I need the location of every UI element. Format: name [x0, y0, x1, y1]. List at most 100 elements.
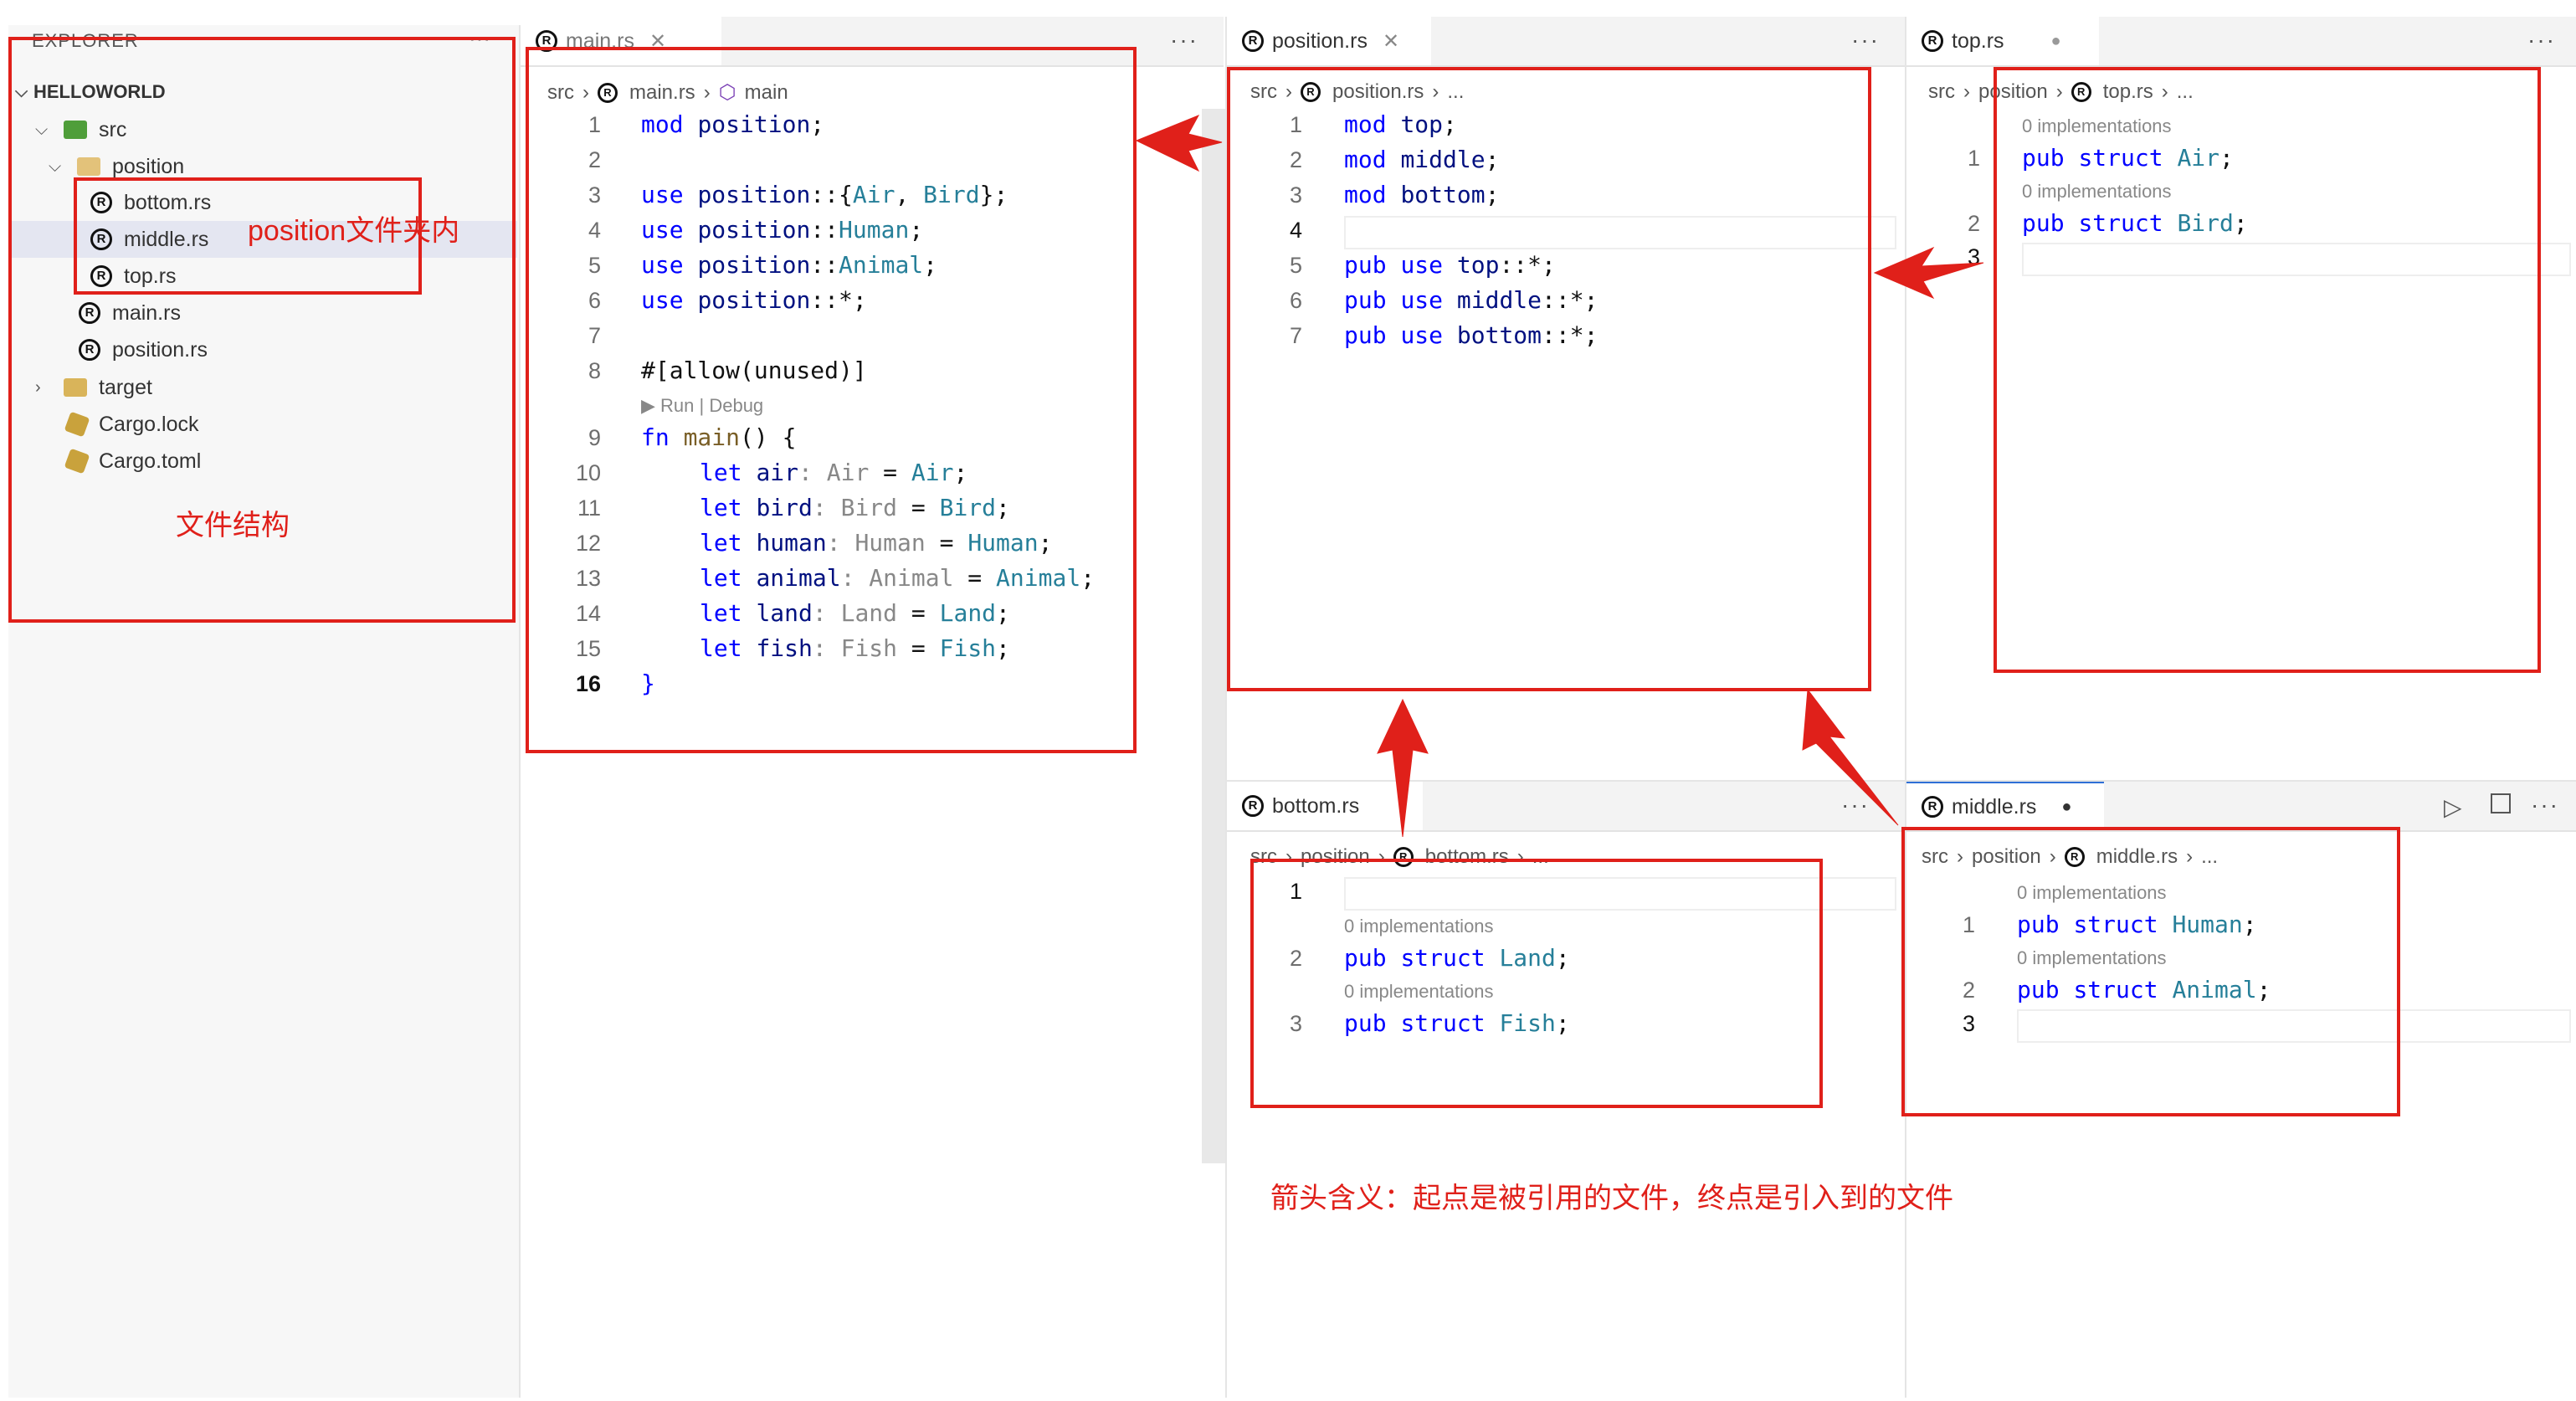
crumb-item[interactable]: src [1928, 80, 1955, 103]
chevron-right-icon: › [1432, 80, 1439, 103]
main-scrollbar[interactable] [1202, 109, 1225, 1163]
tab-label: position.rs [1272, 28, 1368, 53]
code-line[interactable]: use position::*; [641, 286, 867, 314]
crumb-item[interactable]: src [1250, 845, 1277, 868]
close-icon[interactable]: ✕ [1382, 29, 1400, 53]
crumb-item[interactable]: src [1922, 845, 1948, 868]
code-line[interactable]: pub use top::*; [1344, 251, 1556, 279]
code-line[interactable]: let bird: Bird = Bird; [700, 494, 1010, 521]
unsaved-dot-icon[interactable]: ● [2061, 797, 2072, 816]
crumb-item[interactable]: main.rs [629, 80, 695, 104]
top-more-actions[interactable]: ··· [2527, 27, 2556, 53]
code-line[interactable]: use position::{Air, Bird}; [641, 181, 1008, 208]
implementations-codelens[interactable]: 0 implementations [2017, 947, 2167, 968]
crumb-item[interactable]: position [1972, 845, 2041, 868]
explorer-annotation-box [8, 37, 516, 623]
crumb-item[interactable]: main [744, 80, 788, 104]
line-number: 2 [1289, 147, 1302, 172]
chevron-down-icon: ⌵ [49, 157, 62, 176]
current-line-highlight [2022, 243, 2571, 276]
implementations-codelens[interactable]: 0 implementations [1344, 916, 1494, 937]
pane-divider-horizontal[interactable] [1227, 780, 2576, 782]
run-debug-codelens[interactable]: ▶ Run | Debug [641, 395, 764, 416]
project-header[interactable]: ⌵ HELLOWORLD [15, 75, 166, 109]
rust-file-icon: R [1922, 30, 1943, 52]
code-line[interactable]: let land: Land = Land; [700, 599, 1010, 627]
line-number: 7 [1289, 323, 1302, 348]
unsaved-dot-icon[interactable]: ● [2050, 31, 2061, 50]
tree-item-position[interactable]: ⌵ position [49, 150, 184, 183]
tree-item-label: target [99, 375, 152, 399]
tree-item-main-rs[interactable]: R main.rs [79, 296, 181, 330]
code-line[interactable]: pub struct Bird; [2022, 209, 2248, 237]
tree-item-bottom-rs[interactable]: R bottom.rs [90, 186, 211, 219]
crumb-item[interactable]: ... [1532, 845, 1549, 868]
crumb-item[interactable]: position [1978, 80, 2048, 103]
rust-file-icon: R [2071, 82, 2091, 102]
crumb-item[interactable]: ... [2176, 80, 2194, 103]
split-editor-icon[interactable] [2491, 793, 2511, 813]
tab-position-rs[interactable]: R position.rs ✕ [1227, 17, 1431, 65]
tab-middle-rs[interactable]: R middle.rs ● [1906, 782, 2104, 830]
code-line[interactable]: fn main() { [641, 423, 797, 451]
crumb-item[interactable]: position [1301, 845, 1370, 868]
tab-bottom-rs[interactable]: R bottom.rs [1227, 782, 1423, 830]
code-line[interactable]: let fish: Fish = Fish; [700, 634, 1010, 662]
tree-item-cargo-lock[interactable]: Cargo.lock [64, 408, 199, 441]
implementations-codelens[interactable]: 0 implementations [2022, 181, 2172, 202]
code-line[interactable]: mod middle; [1344, 146, 1500, 173]
code-line[interactable]: pub struct Fish; [1344, 1009, 1570, 1037]
code-line[interactable]: mod bottom; [1344, 181, 1500, 208]
code-line[interactable]: pub struct Animal; [2017, 976, 2271, 1003]
rust-file-icon: R [79, 302, 100, 324]
crumb-item[interactable]: src [547, 80, 574, 104]
implementations-codelens[interactable]: 0 implementations [1344, 981, 1494, 1002]
code-line[interactable]: } [641, 670, 655, 697]
main-more-actions[interactable]: ··· [1170, 27, 1198, 53]
close-icon[interactable]: ✕ [649, 29, 667, 53]
code-line[interactable]: pub use middle::*; [1344, 286, 1598, 314]
tree-item-position-rs[interactable]: R position.rs [79, 333, 208, 367]
middle-more-actions[interactable]: ··· [2531, 792, 2559, 818]
crumb-item[interactable]: middle.rs [2096, 845, 2178, 868]
line-number: 14 [575, 601, 601, 626]
code-line[interactable]: use position::Human; [641, 216, 924, 244]
crumb-item[interactable]: src [1250, 80, 1277, 103]
code-line[interactable]: pub struct Human; [2017, 911, 2257, 938]
crumb-item[interactable]: position.rs [1332, 80, 1424, 103]
code-line[interactable]: let human: Human = Human; [700, 529, 1053, 557]
code-line[interactable]: use position::Animal; [641, 251, 938, 279]
code-line[interactable]: let air: Air = Air; [700, 459, 968, 486]
code-line[interactable]: pub struct Air; [2022, 144, 2234, 172]
implementations-codelens[interactable]: 0 implementations [2022, 115, 2172, 136]
tree-item-target[interactable]: › target [35, 371, 152, 404]
tree-item-src[interactable]: ⌵ src [35, 113, 126, 146]
crumb-item[interactable]: ... [2201, 845, 2219, 868]
crumb-item[interactable]: ... [1447, 80, 1465, 103]
rust-file-icon: R [2064, 847, 2085, 867]
tree-item-middle-rs[interactable]: R middle.rs [90, 223, 208, 256]
code-line[interactable]: #[allow(unused)] [641, 357, 867, 384]
run-icon[interactable]: ▷ [2444, 794, 2462, 820]
pane-divider[interactable] [1905, 17, 1906, 1398]
current-line-highlight [1344, 216, 1896, 249]
bottom-annotation-box [1250, 859, 1823, 1108]
chevron-right-icon: › [2186, 845, 2194, 868]
pane-divider[interactable] [1225, 17, 1227, 1398]
tree-item-top-rs[interactable]: R top.rs [90, 259, 177, 293]
code-line[interactable]: mod position; [641, 110, 825, 138]
tab-top-rs[interactable]: R top.rs ● [1906, 17, 2099, 65]
bottom-more-actions[interactable]: ··· [1841, 792, 1870, 818]
crumb-item[interactable]: bottom.rs [1424, 845, 1509, 868]
position-more-actions[interactable]: ··· [1851, 27, 1880, 53]
position-folder-note: position文件夹内 [248, 215, 460, 247]
code-line[interactable]: pub use bottom::*; [1344, 321, 1598, 349]
code-line[interactable]: pub struct Land; [1344, 944, 1570, 972]
implementations-codelens[interactable]: 0 implementations [2017, 882, 2167, 903]
tree-item-cargo-toml[interactable]: Cargo.toml [64, 444, 201, 478]
crumb-item[interactable]: top.rs [2102, 80, 2153, 103]
chevron-right-icon: › [2049, 845, 2056, 868]
code-line[interactable]: mod top; [1344, 110, 1457, 138]
code-line[interactable]: let animal: Animal = Animal; [700, 564, 1096, 592]
